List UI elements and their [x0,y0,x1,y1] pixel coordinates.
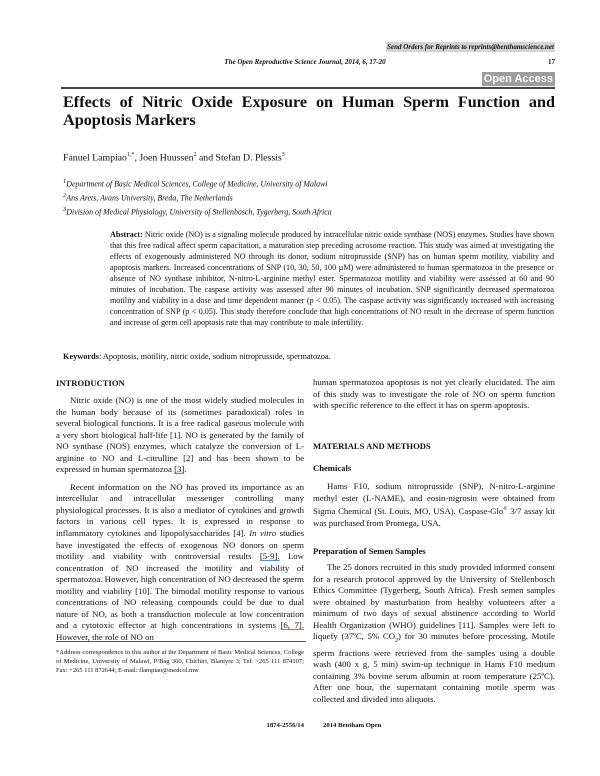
author-name: Stefan D. Plessis [215,152,282,164]
citation-link[interactable]: [6, 7]. [280,620,305,631]
text-run: Hams F10, sodium nitroprusside (SNP), N-… [313,481,555,516]
section-heading-materials-methods: MATERIALS AND METHODS [313,441,431,451]
paragraph: Recent information on the NO has proved … [56,482,304,644]
paragraph: The 25 donors recruited in this study pr… [313,562,555,705]
subsection-heading-semen-preparation: Preparation of Semen Samples [313,546,426,556]
page-number: 17 [548,58,555,66]
issn: 1874-2556/14 [266,722,304,729]
author-name: Fanuel Lampiao [63,152,127,164]
superscript: ® [503,506,508,513]
chemicals-text: Hams F10, sodium nitroprusside (SNP), N-… [313,481,555,529]
subsection-heading-chemicals: Chemicals [313,463,352,473]
article-title: Effects of Nitric Oxide Exposure on Huma… [63,93,555,129]
header-rule [61,87,555,89]
text-run: Nitric oxide (NO) is one of the most wid… [56,395,304,475]
keywords: Keywords: Apoptosis, motility, nitric ox… [63,352,331,361]
author-separator: , [134,152,140,164]
author-separator: and [196,152,216,164]
paragraph: human spermatozoa apoptosis is not yet c… [313,377,555,411]
affiliation-1: 1Department of Basic Medical Sciences, C… [63,178,328,189]
left-column-text: Nitric oxide (NO) is one of the most wid… [56,395,304,643]
abstract-label: Abstract: [110,230,143,239]
reprints-notice: Send Orders for Reprints to reprints@ben… [386,42,555,52]
abstract-text: Nitric oxide (NO) is a signaling molecul… [110,230,554,328]
author-affiliation-marker: 1,* [126,152,135,158]
text-run: Low concentration of NO increased the mo… [56,551,304,631]
subscript: 2 [395,638,399,645]
affiliation-text: Division of Medical Physiology, Universi… [66,207,332,217]
text-run: The 25 donors recruited in this study pr… [313,562,555,642]
italic-text: In vitro [249,528,277,539]
author-affiliation-marker: 3 [281,152,285,158]
text-run: studies have investigated the effects of… [56,528,304,562]
text-run: 3/7 assay kit was purchased from Promega… [313,506,555,528]
paragraph: Nitric oxide (NO) is one of the most wid… [56,395,304,476]
affiliation-marker: 1 [63,178,67,185]
semen-preparation-text: The 25 donors recruited in this study pr… [313,562,555,705]
text-run: Recent information on the NO has proved … [56,481,304,539]
open-access-badge: Open Access [481,72,555,86]
author-affiliation-marker: 2 [193,152,197,158]
affiliation-marker: 3 [63,206,67,213]
citation-link[interactable]: [5-9]. [259,551,280,562]
affiliation-marker: 2 [63,192,67,199]
text-run: ) for 30 minutes before processing. Moti… [313,631,555,704]
text-run: However, the role of NO on [56,631,154,642]
affiliation-text: Ans Arets, Avans University, Breda, The … [66,193,233,203]
footnote-rule [56,641,306,642]
right-column-intro: human spermatozoa apoptosis is not yet c… [313,377,555,412]
section-heading-introduction: INTRODUCTION [56,378,125,388]
affiliation-text: Department of Basic Medical Sciences, Co… [66,179,328,189]
journal-citation: The Open Reproductive Science Journal, 2… [224,58,386,66]
publisher-copyright: 2014 Bentham Open [323,722,382,729]
affiliation-2: 2Ans Arets, Avans University, Breda, The… [63,192,233,203]
citation-link[interactable]: [3] [174,464,185,475]
affiliation-3: 3Division of Medical Physiology, Univers… [63,206,332,217]
author-name: Joen Huussen [139,152,194,164]
text-run: . [184,464,187,475]
keywords-label: Keywords [63,352,99,361]
correspondence-footnote: *Address correspondence to this author a… [56,649,304,674]
paragraph: Hams F10, sodium nitroprusside (SNP), N-… [313,481,555,529]
author-list: Fanuel Lampiao1,*, Joen Huussen2 and Ste… [63,152,285,163]
keywords-text: : Apoptosis, motility, nitric oxide, sod… [98,352,331,361]
abstract: Abstract: Nitric oxide (NO) is a signali… [110,229,554,328]
